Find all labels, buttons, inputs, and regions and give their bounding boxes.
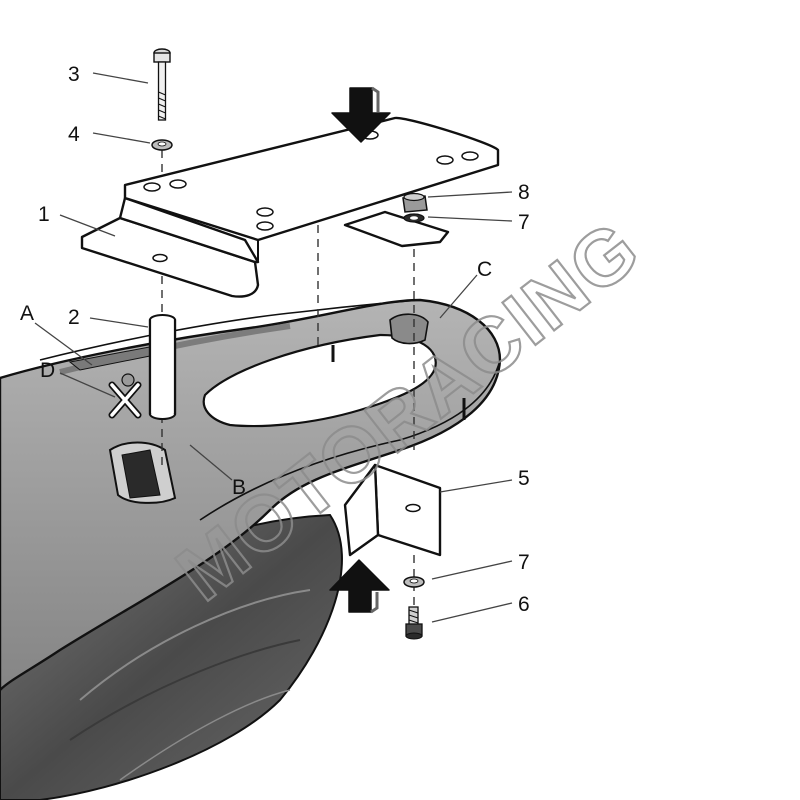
plate-hole	[436, 155, 454, 165]
callout-5: 5	[518, 467, 530, 490]
spacer-tube	[148, 314, 177, 420]
cross-mark-icon	[108, 373, 142, 419]
callout-C: C	[477, 258, 492, 281]
assembly-axes	[161, 150, 415, 605]
callout-2: 2	[68, 306, 80, 329]
plate-hole	[256, 207, 274, 217]
plate-hole	[461, 151, 479, 161]
long-bolt	[153, 48, 171, 121]
washer-bottom	[403, 576, 425, 588]
callout-6: 6	[518, 593, 530, 616]
callout-labels: 3 4 1 2 A D B C 8 7 5 7 6	[20, 63, 530, 616]
callout-8: 8	[518, 181, 530, 204]
short-bolt	[405, 606, 423, 640]
plate-hole	[169, 179, 187, 189]
arrow-up-icon	[329, 559, 390, 614]
mounting-plate	[80, 116, 500, 298]
callout-B: B	[232, 476, 246, 499]
callout-A: A	[20, 302, 34, 325]
callout-1: 1	[38, 203, 50, 226]
leader-lines	[34, 72, 513, 623]
nut-washer-top	[402, 192, 428, 223]
rack-opening	[202, 333, 437, 428]
lower-bracket	[343, 463, 442, 557]
plate-hole	[152, 253, 168, 263]
callout-7-top: 7	[518, 211, 530, 234]
arrow-down-icon	[331, 86, 391, 143]
plate-hole	[143, 182, 161, 192]
plate-hole	[256, 221, 274, 231]
callout-4: 4	[68, 123, 80, 146]
washer-top	[151, 139, 173, 151]
callout-D: D	[40, 359, 55, 382]
callout-7-bottom: 7	[518, 551, 530, 574]
callout-3: 3	[68, 63, 80, 86]
